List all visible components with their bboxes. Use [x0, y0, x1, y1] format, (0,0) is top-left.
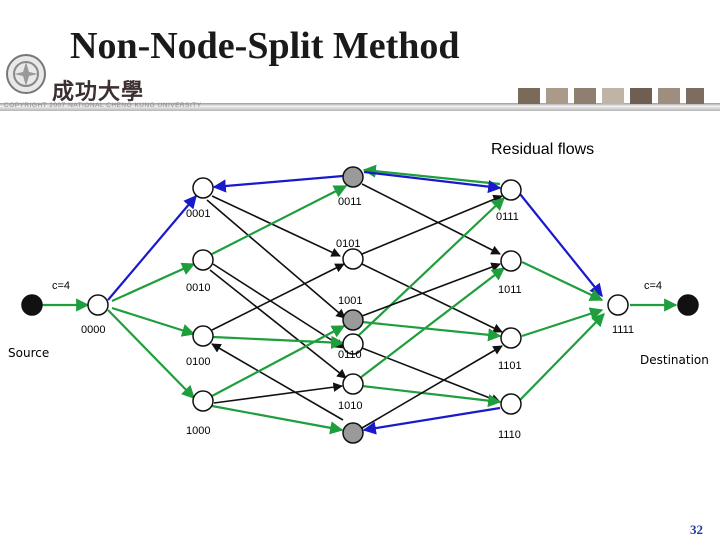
edge-0000-0001: [107, 194, 197, 301]
node-label-1110: 1110: [498, 429, 521, 441]
edge-1100-1101: [361, 345, 503, 429]
campus-photos: [518, 88, 704, 104]
node-label-0011: 0011: [338, 196, 362, 208]
edge-0110-0111: [357, 197, 505, 337]
edge-1011-1111: [521, 261, 604, 301]
edge-1110-1100: [362, 406, 501, 435]
edge-1101-1111: [521, 307, 604, 338]
source-label: Source: [8, 346, 50, 360]
edge-0000-0100: [111, 306, 196, 337]
node-label-0111: 0111: [496, 211, 519, 223]
node-0101: [342, 248, 364, 270]
node-label-1101: 1101: [498, 360, 522, 372]
node-1011: [500, 250, 522, 272]
node-0111: [500, 179, 522, 201]
edge-1000-1010: [213, 382, 343, 404]
header-banner: [0, 103, 720, 111]
node-label-0000: 0000: [81, 324, 106, 336]
edge-0100-0101: [211, 263, 345, 331]
edge-0010-0110: [212, 263, 345, 349]
node-1101: [500, 327, 522, 349]
edge-0111-1111: [519, 193, 603, 298]
node-label-0110: 0110: [338, 349, 362, 361]
edge-0010-0011: [211, 185, 348, 255]
node-1010: [342, 373, 364, 395]
edge-0000-1000: [107, 309, 195, 399]
edge-1100-0100: [211, 343, 344, 421]
edge-1000-1100: [211, 404, 344, 435]
node-1111: [607, 294, 629, 316]
edge-0011-1011: [361, 183, 501, 255]
university-name: 成功大學: [52, 79, 145, 105]
nodes: [21, 166, 699, 444]
edge-0101-1101: [361, 263, 503, 333]
node-1100: [342, 422, 364, 444]
source-capacity-label: c=4: [52, 280, 71, 292]
edge-0000-0010: [111, 262, 196, 303]
seal-icon: [6, 54, 46, 94]
node-0010: [192, 249, 214, 271]
edges: [42, 164, 678, 435]
edge-0011-0001: [212, 174, 344, 193]
node-source: [21, 294, 43, 316]
node-1110: [500, 393, 522, 415]
destination-label: Destination: [640, 353, 709, 367]
edge-1001-1011: [361, 262, 501, 317]
page-number: 32: [690, 522, 703, 537]
edge-1001-1101: [361, 320, 502, 342]
edge-0010-1010: [209, 269, 347, 379]
node-label-0001: 0001: [186, 208, 211, 220]
edge-0111-0011: [362, 164, 501, 186]
slide-title: Non-Node-Split Method: [70, 25, 460, 67]
node-label-1111: 1111: [612, 324, 635, 336]
edge-0001-0101: [211, 195, 341, 257]
node-0001: [192, 177, 214, 199]
node-0100: [192, 325, 214, 347]
node-0011: [342, 166, 364, 188]
edge-0101-0111: [361, 194, 503, 255]
edge-1110-1111: [519, 313, 605, 401]
node-label-1011: 1011: [498, 284, 522, 296]
node-label-1000: 1000: [186, 425, 211, 437]
university-logo: [2, 48, 202, 110]
residual-flows-label: Residual flows: [491, 141, 595, 158]
node-1001: [342, 309, 364, 331]
node-label-0101: 0101: [336, 238, 361, 250]
edge-1010-1011: [359, 267, 506, 379]
node-0000: [87, 294, 109, 316]
node-destination: [677, 294, 699, 316]
node-0110: [342, 333, 364, 355]
node-label-1001: 1001: [338, 295, 363, 307]
node-label-1010: 1010: [338, 400, 363, 412]
destination-capacity-label: c=4: [644, 280, 663, 292]
edge-1010-1110: [361, 384, 502, 408]
edge-0011-0111-blue: [363, 170, 502, 194]
edge-0110-1110: [361, 347, 501, 404]
edge-1000-1001: [211, 325, 346, 397]
copyright-text: COPYRIGHT 2007 NATIONAL CHENG KUNG UNIVE…: [4, 102, 202, 109]
edge-0001-1001: [206, 199, 346, 319]
node-1000: [192, 390, 214, 412]
edge-0100-0110: [212, 335, 345, 350]
node-label-0100: 0100: [186, 356, 211, 368]
node-label-0010: 0010: [186, 282, 211, 294]
